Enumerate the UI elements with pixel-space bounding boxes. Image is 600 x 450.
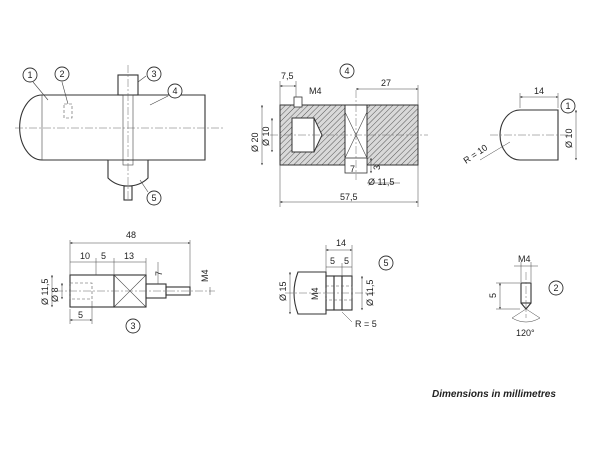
part4-dim-left-offset: 7,5 [281,71,294,81]
svg-text:4: 4 [172,86,177,96]
part3-dim-10: 10 [80,251,90,261]
part5-balloon: 5 [378,255,394,271]
part5-dim-dia2: Ø 11,5 [365,280,375,306]
part1-dim-length: 14 [534,86,544,96]
part2-view [496,262,541,323]
svg-text:4: 4 [344,66,349,76]
part4-dim-outer-dia: Ø 20 [250,132,260,152]
part5-dim-dia: Ø 15 [278,281,288,301]
part4-dim-bore: Ø 11,5 [368,177,394,187]
part5-dim-radius: R = 5 [355,319,377,329]
assembly-balloon-5: 5 [146,190,162,206]
part3-view [51,240,215,324]
part2-balloon: 2 [548,280,564,296]
part1-balloon: 1 [560,98,576,114]
part4-dim-thread: M4 [309,86,322,96]
part2-dim-angle: 120° [516,328,535,338]
svg-text:1: 1 [565,101,570,111]
part4-section-view [261,81,428,207]
svg-text:1: 1 [27,70,32,80]
svg-text:2: 2 [59,69,64,79]
svg-text:3: 3 [151,69,156,79]
part5-dim-thread: M4 [310,287,320,300]
part4-dim-overall: 57,5 [340,192,358,202]
units-note: Dimensions in millimetres [432,389,556,400]
svg-text:2: 2 [553,283,558,293]
part2-dim-length: 5 [488,293,498,298]
assembly-balloon-4: 4 [167,83,183,99]
part5-view [285,245,375,323]
part3-balloon: 3 [125,318,141,334]
part5-dim-5a: 5 [330,256,335,266]
part3-dim-dia-inner: Ø 8 [50,287,60,302]
part1-dim-radius: R = 10 [462,142,490,165]
part4-dim-right-width: 27 [381,78,391,88]
part5-dim-overall: 14 [336,238,346,248]
assembly-balloon-1: 1 [22,67,38,83]
svg-text:3: 3 [130,321,135,331]
assembly-balloon-2: 2 [54,66,70,82]
part4-dim-slot-depth: 3 [372,165,382,170]
part1-dim-dia: Ø 10 [564,128,574,148]
svg-text:5: 5 [151,193,156,203]
part4-dim-slot: 7 [350,164,355,174]
part4-balloon: 4 [339,63,355,79]
part4-dim-inner-dia: Ø 10 [261,126,271,146]
part3-dim-thread: M4 [200,269,210,282]
assembly-view [15,65,225,201]
part3-dim-overall: 48 [126,230,136,240]
assembly-balloon-3: 3 [146,66,162,82]
part3-dim-5a: 5 [101,251,106,261]
part3-dim-5b: 5 [78,310,83,320]
part3-dim-square: 7 [154,271,164,276]
part2-dim-thread: M4 [518,254,531,264]
part3-dim-13: 13 [124,251,134,261]
part3-dim-dia-outer: Ø 11,5 [40,279,50,305]
svg-text:5: 5 [383,258,388,268]
part5-dim-5b: 5 [344,256,349,266]
part1-view [479,93,577,161]
